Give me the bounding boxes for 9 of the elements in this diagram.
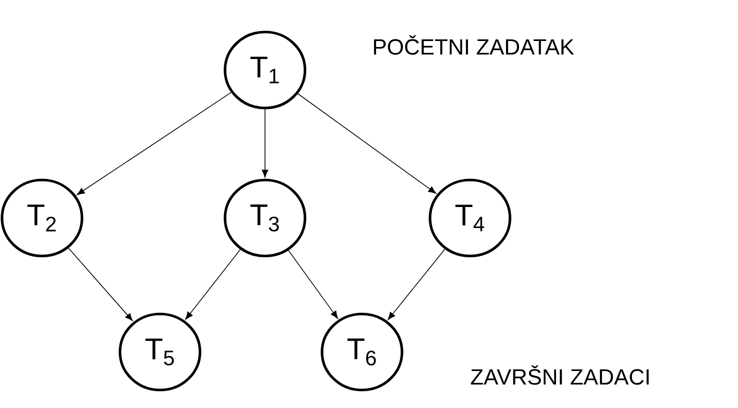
arrow bbox=[298, 93, 436, 194]
arrow bbox=[262, 108, 268, 178]
stage-label: ZAVRŠNI ZADACI bbox=[470, 365, 649, 385]
arrow bbox=[68, 248, 133, 322]
arrow bbox=[388, 248, 446, 320]
arrow bbox=[76, 92, 232, 196]
stage-label: POČETNI ZADATAK bbox=[374, 35, 574, 55]
arrow bbox=[185, 249, 241, 320]
arrow bbox=[288, 250, 338, 319]
